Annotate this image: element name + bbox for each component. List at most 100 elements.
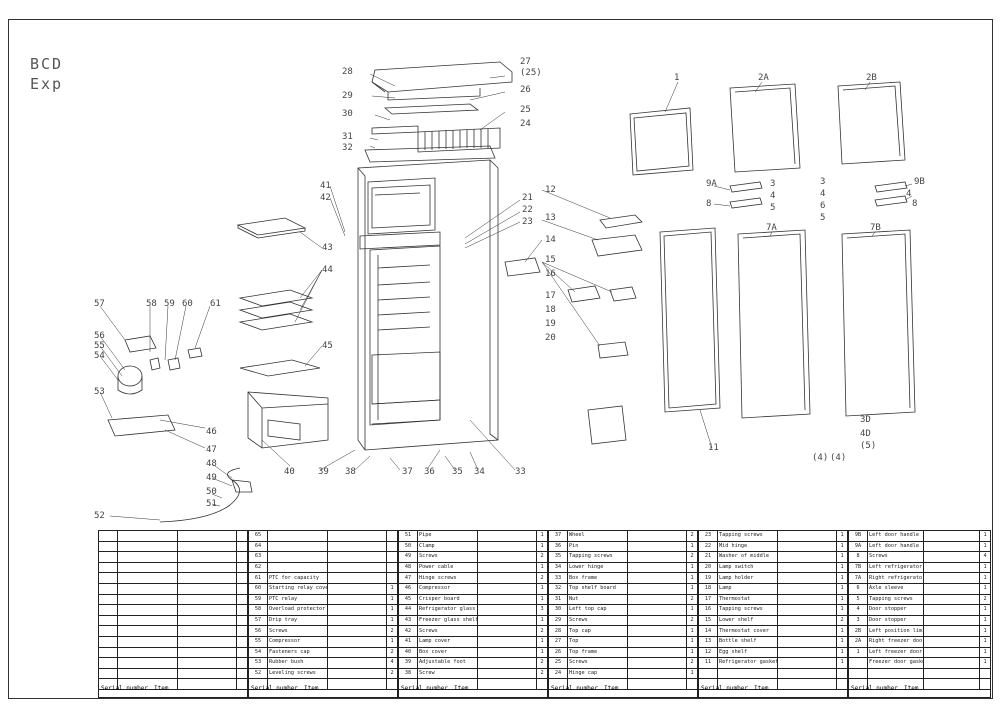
callout-9A: 9A bbox=[706, 179, 717, 189]
cell-name: Lamp switch bbox=[717, 561, 778, 574]
cell-cn bbox=[476, 551, 537, 563]
callout-38: 38 bbox=[345, 467, 356, 477]
callout-6: 6 bbox=[820, 201, 825, 211]
table-row bbox=[98, 646, 248, 659]
cell-cn bbox=[326, 582, 387, 595]
cell-cn bbox=[626, 635, 687, 648]
cell-q: 1 bbox=[836, 540, 848, 553]
callout-4b: 4 bbox=[820, 189, 825, 199]
callout-11: 11 bbox=[708, 443, 719, 453]
cell-q bbox=[836, 667, 848, 680]
cell-cn bbox=[923, 614, 980, 627]
cell-q: 2 bbox=[686, 593, 698, 606]
cell-no: 9A bbox=[848, 540, 868, 553]
cell-cn bbox=[776, 572, 837, 584]
cell-cn bbox=[176, 646, 237, 659]
cell-q: 1 bbox=[686, 572, 698, 584]
cell-q bbox=[386, 540, 398, 553]
footer-item-label: Item bbox=[454, 685, 469, 692]
table-row bbox=[398, 678, 548, 690]
cell-q: 1 bbox=[686, 667, 698, 680]
cell-name: Screw bbox=[417, 667, 478, 680]
cell-q: 1 bbox=[836, 657, 848, 669]
cell-name: Wheel bbox=[567, 530, 628, 542]
glass-shelves bbox=[238, 289, 321, 377]
cell-no: 55 bbox=[248, 635, 268, 648]
table-row bbox=[98, 657, 248, 669]
cell-no: 45 bbox=[398, 593, 418, 606]
callout-4c: 4 bbox=[906, 189, 911, 199]
cell-no: 42 bbox=[398, 625, 418, 637]
cell-name: Drip tray bbox=[267, 614, 328, 627]
cell-cn bbox=[626, 657, 687, 669]
cell-name: Box cover bbox=[417, 646, 478, 659]
cell-q: 2 bbox=[536, 657, 548, 669]
callout-37: 37 bbox=[402, 467, 413, 477]
top-grille bbox=[364, 125, 501, 163]
cell-no bbox=[98, 625, 118, 637]
door-shelves bbox=[504, 214, 643, 445]
cell-name bbox=[117, 561, 178, 574]
freezer-gasket bbox=[629, 107, 694, 176]
callout-50: 50 bbox=[206, 487, 217, 497]
cabinet bbox=[357, 159, 499, 451]
cell-cn bbox=[176, 635, 237, 648]
cell-name: Compressor bbox=[417, 582, 478, 595]
callout-5: 5 bbox=[770, 203, 775, 213]
cell-no bbox=[248, 678, 268, 690]
cell-no bbox=[98, 593, 118, 606]
callout-47: 47 bbox=[206, 445, 217, 455]
cell-no: 36 bbox=[548, 540, 568, 553]
cell-name: Refrigerator glass shelf bbox=[417, 604, 478, 616]
cell-cn bbox=[776, 604, 837, 616]
cell-q: 1 bbox=[836, 646, 848, 659]
cell-name: Hinge screws bbox=[417, 572, 478, 584]
cell-name: Left door handle bbox=[867, 540, 924, 553]
cell-name bbox=[567, 678, 628, 690]
cell-cn bbox=[176, 561, 237, 574]
cell-name: Thermostat cover bbox=[717, 625, 778, 637]
cell-no: 18 bbox=[698, 582, 718, 595]
cell-no: 47 bbox=[398, 572, 418, 584]
cell-cn bbox=[776, 540, 837, 553]
cell-no bbox=[98, 678, 118, 690]
cell-no: 63 bbox=[248, 551, 268, 563]
callout-12: 12 bbox=[545, 185, 556, 195]
cell-name: Left refrigerator door bbox=[867, 561, 924, 574]
callout-29: 29 bbox=[342, 91, 353, 101]
cell-no: 11 bbox=[698, 657, 718, 669]
table-row bbox=[98, 604, 248, 616]
cell-no: 6 bbox=[848, 582, 868, 595]
table-row: 63 bbox=[248, 551, 398, 563]
cell-cn bbox=[626, 572, 687, 584]
callout-3: 3 bbox=[770, 179, 775, 189]
cell-q: 1 bbox=[836, 635, 848, 648]
cell-name: Starting relay cover bbox=[267, 582, 328, 595]
cell-cn bbox=[626, 646, 687, 659]
exploded-view: 27 (25) 28 29 26 30 25 24 31 32 41 42 43… bbox=[94, 57, 925, 523]
callout-13: 13 bbox=[545, 213, 556, 223]
callout-8: 8 bbox=[706, 199, 711, 209]
callout-51: 51 bbox=[206, 499, 217, 509]
cell-cn bbox=[326, 635, 387, 648]
cell-name: Top bbox=[567, 635, 628, 648]
cell-no: 64 bbox=[248, 540, 268, 553]
cell-cn bbox=[326, 540, 387, 553]
cell-q: 2 bbox=[979, 593, 991, 606]
cell-name: Clamp bbox=[417, 540, 478, 553]
cell-cn bbox=[326, 625, 387, 637]
cell-cn bbox=[326, 614, 387, 627]
